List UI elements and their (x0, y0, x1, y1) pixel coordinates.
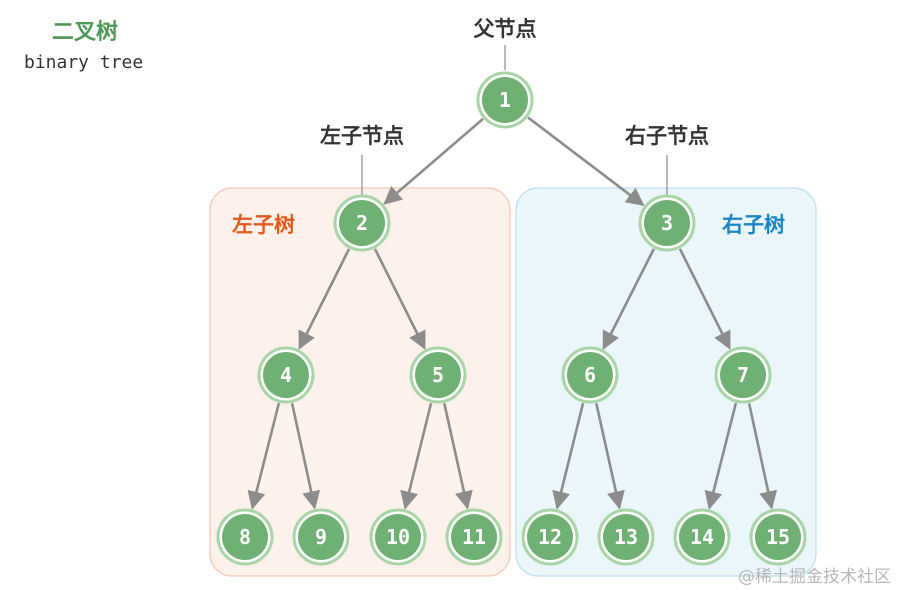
tree-node-4: 4 (257, 346, 315, 404)
node-circle (603, 514, 649, 560)
left-subtree-label: 左子树 (232, 213, 295, 237)
right-child-node-label: 右子节点 (625, 124, 709, 148)
node-label: 7 (737, 363, 749, 387)
tree-edges (247, 116, 778, 510)
node-label: 4 (280, 363, 292, 387)
tree-node-10: 10 (369, 508, 427, 566)
node-circle (263, 352, 309, 398)
node-circle (298, 514, 344, 560)
edge-5-11 (443, 403, 473, 510)
title-english: binary tree (24, 52, 144, 73)
node-label: 10 (386, 525, 410, 549)
node-circle (415, 352, 461, 398)
tree-node-2: 2 (333, 194, 391, 252)
edge-2-5 (373, 248, 426, 350)
edge-3-6 (602, 248, 656, 350)
node-circle (451, 514, 497, 560)
node-circle (527, 514, 573, 560)
tree-node-15: 15 (749, 508, 807, 566)
node-circle (482, 77, 528, 123)
tree-node-6: 6 (561, 346, 619, 404)
tree-node-7: 7 (714, 346, 772, 404)
tree-node-12: 12 (521, 508, 579, 566)
node-circle (755, 514, 801, 560)
right-subtree-label: 右子树 (722, 213, 785, 237)
title-chinese: 二叉树 (52, 20, 119, 45)
edge-4-8 (247, 402, 281, 510)
edge-6-12 (552, 402, 585, 510)
node-circle (222, 514, 268, 560)
edge-6-13 (595, 403, 625, 510)
tree-node-8: 8 (216, 508, 274, 566)
node-label: 14 (690, 525, 714, 549)
node-circle (339, 200, 385, 246)
edge-7-15 (747, 403, 778, 510)
edge-1-2 (383, 117, 484, 205)
edge-7-14 (704, 402, 738, 510)
node-label: 2 (356, 211, 368, 235)
node-circle (644, 200, 690, 246)
edge-2-4 (298, 248, 351, 350)
tree-node-1: 1 (476, 71, 534, 129)
node-label: 11 (462, 525, 486, 549)
left-child-node-label: 左子节点 (320, 124, 404, 148)
node-label: 1 (499, 88, 511, 112)
left-subtree-box (209, 187, 511, 577)
edge-3-7 (678, 248, 731, 350)
node-label: 6 (584, 363, 596, 387)
node-label: 13 (614, 525, 638, 549)
node-label: 3 (661, 211, 673, 235)
parent-node-label: 父节点 (474, 17, 537, 41)
right-subtree-box (515, 187, 817, 577)
edge-1-3 (527, 116, 645, 206)
node-label: 8 (239, 525, 251, 549)
tree-node-11: 11 (445, 508, 503, 566)
node-label: 5 (432, 363, 444, 387)
watermark: @稀土掘金技术社区 (738, 567, 891, 587)
tree-node-3: 3 (638, 194, 696, 252)
tree-node-9: 9 (292, 508, 350, 566)
edge-5-10 (400, 402, 433, 510)
tree-node-14: 14 (673, 508, 731, 566)
node-circle (679, 514, 725, 560)
node-label: 15 (766, 525, 790, 549)
edge-4-9 (290, 403, 321, 510)
tree-node-13: 13 (597, 508, 655, 566)
node-circle (375, 514, 421, 560)
node-circle (720, 352, 766, 398)
node-circle (567, 352, 613, 398)
node-label: 9 (315, 525, 327, 549)
node-label: 12 (538, 525, 562, 549)
tree-node-5: 5 (409, 346, 467, 404)
